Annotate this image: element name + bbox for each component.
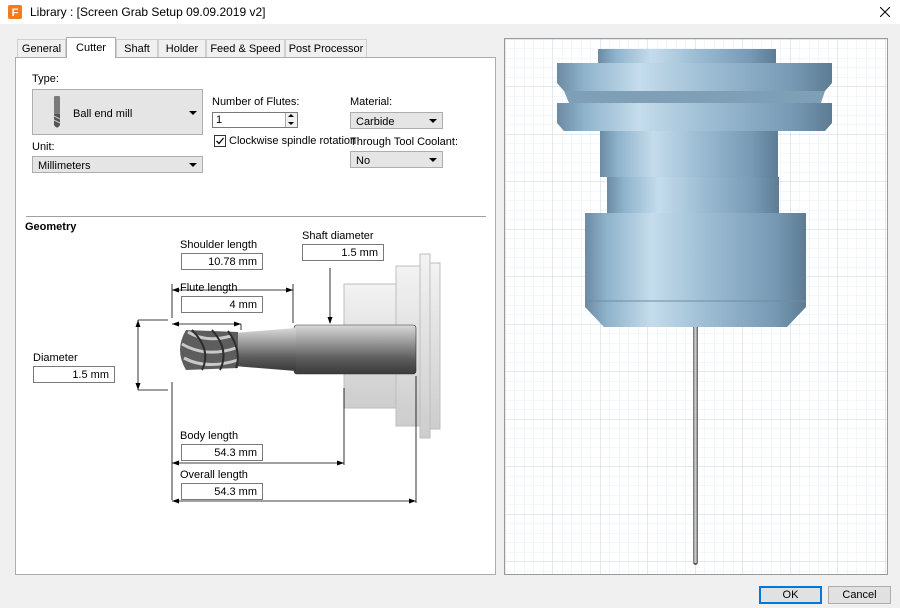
tab-post-processor[interactable]: Post Processor <box>285 39 367 57</box>
overall-length-field[interactable]: 54.3 mm <box>181 483 263 500</box>
diameter-field[interactable]: 1.5 mm <box>33 366 115 383</box>
material-label: Material: <box>350 96 393 108</box>
tab-shaft[interactable]: Shaft <box>116 39 158 57</box>
ok-button[interactable]: OK <box>759 586 822 604</box>
tab-holder[interactable]: Holder <box>158 39 206 57</box>
flute-length-label: Flute length <box>180 282 238 294</box>
window-title: Library : [Screen Grab Setup 09.09.2019 … <box>30 5 266 19</box>
unit-value: Millimeters <box>38 160 91 172</box>
unit-dropdown[interactable]: Millimeters <box>32 156 203 173</box>
spin-down-icon <box>288 122 294 125</box>
flutes-spinner[interactable] <box>285 113 297 127</box>
shaft-diameter-field[interactable]: 1.5 mm <box>302 244 384 261</box>
fusion-app-icon: F <box>8 5 22 19</box>
clockwise-checkbox[interactable] <box>214 135 226 147</box>
dimension-lines <box>137 268 417 503</box>
geometry-title: Geometry <box>25 221 77 233</box>
dialog-client-area: General Cutter Shaft Holder Feed & Speed… <box>0 24 900 608</box>
cancel-button[interactable]: Cancel <box>828 586 891 604</box>
chevron-down-icon <box>189 163 197 167</box>
coolant-value: No <box>356 155 371 167</box>
chevron-down-icon <box>429 158 437 162</box>
checkmark-icon <box>216 137 225 145</box>
close-icon <box>880 7 890 17</box>
dimension-arrows <box>135 287 416 504</box>
svg-text:F: F <box>12 7 19 19</box>
shoulder-length-field[interactable]: 10.78 mm <box>181 253 263 270</box>
shaft-diameter-label: Shaft diameter <box>302 230 374 242</box>
type-dropdown[interactable]: Ball end mill <box>32 89 203 135</box>
body-length-field[interactable]: 54.3 mm <box>181 444 263 461</box>
overall-length-label: Overall length <box>180 469 248 481</box>
unit-label: Unit: <box>32 141 55 153</box>
clockwise-label: Clockwise spindle rotation <box>229 135 357 147</box>
body-length-label: Body length <box>180 430 239 442</box>
title-bar: F Library : [Screen Grab Setup 09.09.201… <box>0 0 900 24</box>
geometry-divider <box>26 216 486 217</box>
shoulder-length-label: Shoulder length <box>180 239 258 251</box>
flutes-label: Number of Flutes: <box>212 96 300 108</box>
tab-general[interactable]: General <box>17 39 66 57</box>
flute-length-field[interactable]: 4 mm <box>181 296 263 313</box>
tool-preview-viewport[interactable] <box>504 38 888 575</box>
type-label: Type: <box>32 73 59 85</box>
tab-feed-speed[interactable]: Feed & Speed <box>206 39 285 57</box>
cutter-panel: Type: Ball end mill Unit: Millimeters Nu… <box>15 57 496 575</box>
material-dropdown[interactable]: Carbide <box>350 112 443 129</box>
tool-3d-preview <box>505 39 887 574</box>
tool-shank <box>293 324 417 375</box>
coolant-dropdown[interactable]: No <box>350 151 443 168</box>
type-value: Ball end mill <box>73 108 133 120</box>
flutes-input[interactable]: 1 <box>212 112 298 128</box>
tool-shank-model <box>693 327 698 563</box>
tool-holder-model <box>557 49 832 327</box>
chevron-down-icon <box>429 119 437 123</box>
chevron-down-icon <box>189 111 197 115</box>
tool-neck <box>234 328 296 371</box>
flutes-value: 1 <box>216 114 223 126</box>
ball-end-mill-icon <box>38 94 76 132</box>
tool-geometry-diagram <box>135 253 441 504</box>
close-button[interactable] <box>870 0 900 24</box>
tab-cutter[interactable]: Cutter <box>66 37 116 58</box>
diameter-label: Diameter <box>33 352 78 364</box>
coolant-label: Through Tool Coolant: <box>350 136 459 148</box>
material-value: Carbide <box>356 116 395 128</box>
spin-up-icon <box>288 114 294 117</box>
